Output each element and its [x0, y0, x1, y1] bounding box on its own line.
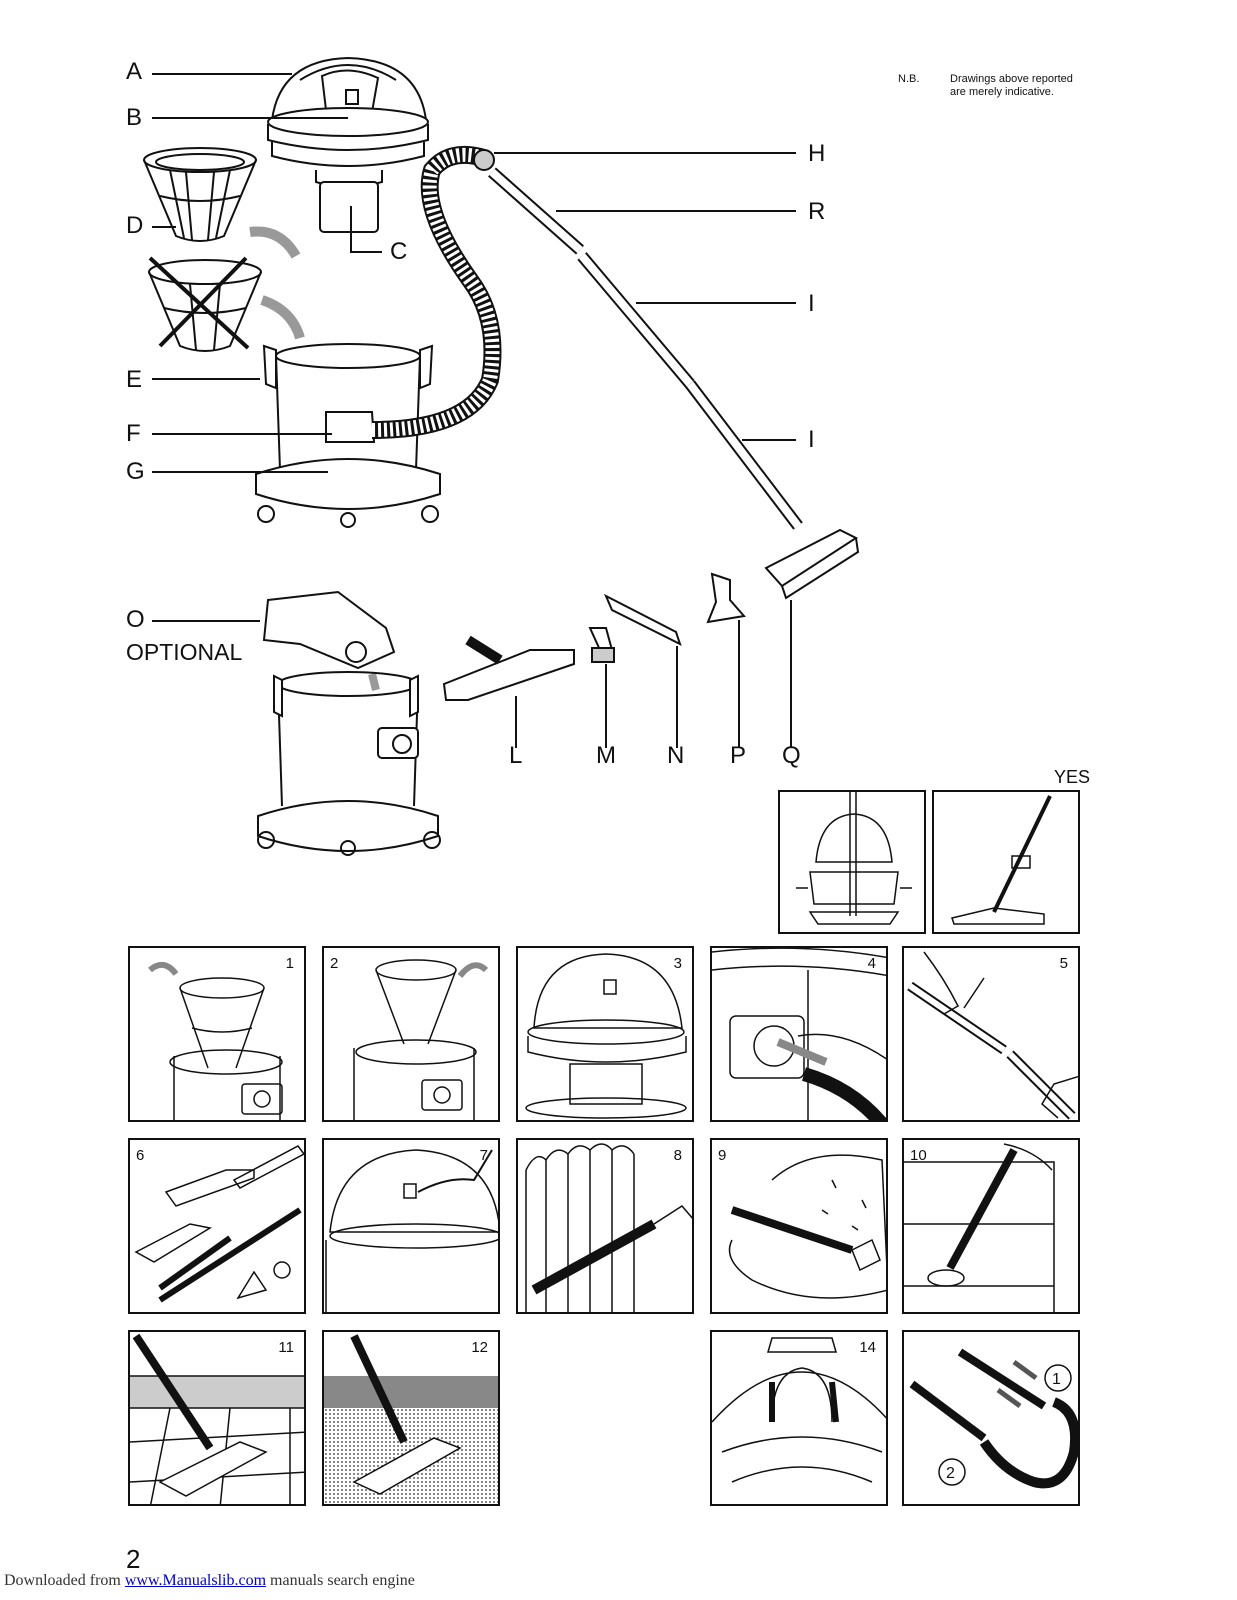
step-panel-8: 8 [516, 1138, 694, 1314]
step-panel-1: 1 [128, 946, 306, 1122]
step-number: 11 [278, 1339, 294, 1356]
arrow-icon [829, 1381, 839, 1423]
cross-icon [148, 256, 250, 350]
footer: Downloaded from www.Manualslib.com manua… [4, 1572, 415, 1590]
leader-line [494, 152, 796, 154]
svg-text:1: 1 [1052, 1371, 1061, 1388]
step-panel-2: 2 [322, 946, 500, 1122]
step-number: 14 [859, 1339, 876, 1356]
step-panel-5: 5 [902, 946, 1080, 1122]
leader-line [350, 206, 352, 252]
tank-illustration [255, 343, 441, 528]
step-panel-4: 4 [710, 946, 888, 1122]
step-number: 4 [867, 955, 876, 972]
arrow-icon [260, 295, 305, 340]
step-number: 6 [136, 1147, 145, 1164]
label-r: R [808, 198, 826, 225]
footer-suffix: manuals search engine [266, 1572, 415, 1589]
leader-line [152, 226, 176, 228]
step-panel-12: 12 [322, 1330, 500, 1506]
step-panel-9: 9 [710, 1138, 888, 1314]
label-q: Q [782, 742, 801, 769]
step-number: 12 [471, 1339, 488, 1356]
arrow-icon [996, 1387, 1022, 1409]
leader-line [152, 620, 260, 622]
label-b: B [126, 104, 143, 131]
dust-bag-illustration [262, 590, 396, 691]
storage-panel-1 [778, 790, 926, 934]
step-number: 5 [1059, 955, 1068, 972]
tube-illustration [488, 167, 803, 530]
note-line-2: are merely indicative. [950, 86, 1054, 98]
optional-tank-illustration [257, 671, 441, 856]
label-h: H [808, 140, 826, 167]
arrow-icon [148, 961, 179, 976]
step-number: 3 [673, 955, 682, 972]
step-panel-7: 7 [322, 1138, 500, 1314]
arrow-icon [249, 226, 301, 259]
hose-illustration [371, 146, 502, 439]
arrow-icon [776, 1038, 828, 1066]
exploded-view-diagram [143, 56, 860, 856]
crossed-filter-illustration [148, 256, 262, 352]
label-f: F [126, 420, 141, 447]
filter-cartridge-illustration [143, 147, 257, 242]
note-line-1: Drawings above reported [950, 73, 1073, 85]
label-p: P [730, 742, 747, 769]
leader-line [152, 117, 348, 119]
yes-label: YES [1054, 767, 1091, 787]
note-prefix: N.B. [898, 73, 920, 85]
manualslib-link[interactable]: www.Manualslib.com [124, 1572, 267, 1589]
leader-line [742, 439, 796, 441]
leader-line [636, 302, 796, 304]
step-panel-15: 1 2 [902, 1330, 1080, 1506]
label-d: D [126, 212, 144, 239]
label-g: G [126, 458, 145, 485]
accessories-illustration [442, 572, 746, 701]
leader-line [790, 600, 792, 748]
arrow-icon [457, 962, 489, 978]
step-number: 2 [330, 955, 339, 972]
floor-nozzle-illustration [764, 528, 860, 600]
label-o: O [126, 606, 145, 633]
label-i-upper: I [808, 290, 815, 317]
page-number: 2 [126, 1544, 141, 1574]
arrow-icon [1012, 1359, 1038, 1381]
label-n: N [667, 742, 685, 769]
storage-panel-2 [932, 790, 1080, 934]
step-number: 1 [285, 955, 294, 972]
leader-line [152, 73, 292, 75]
step-panel-14: 14 [710, 1330, 888, 1506]
step-panel-3: 3 [516, 946, 694, 1122]
label-a: A [126, 58, 143, 85]
motor-head-illustration [267, 56, 429, 233]
svg-text:2: 2 [946, 1465, 955, 1482]
leader-line [515, 696, 517, 748]
label-i-lower: I [808, 426, 815, 453]
footer-prefix: Downloaded from [4, 1572, 125, 1589]
step-number: 9 [718, 1147, 727, 1164]
leader-line [152, 378, 260, 380]
leader-line [605, 664, 607, 748]
label-m: M [596, 742, 616, 769]
leader-line [350, 251, 382, 253]
label-e: E [126, 366, 143, 393]
label-c: C [390, 238, 408, 265]
step-panel-6: 6 [128, 1138, 306, 1314]
leader-line [738, 620, 740, 748]
label-l: L [509, 742, 523, 769]
step-panel-10: 10 [902, 1138, 1080, 1314]
step-number: 10 [910, 1147, 927, 1164]
leader-line [556, 210, 796, 212]
step-number: 7 [479, 1147, 488, 1164]
step-panel-11: 11 [128, 1330, 306, 1506]
step-number: 8 [673, 1147, 682, 1164]
label-optional: OPTIONAL [126, 639, 243, 665]
leader-line [152, 471, 328, 473]
leader-line [676, 646, 678, 748]
leader-line [152, 433, 332, 435]
